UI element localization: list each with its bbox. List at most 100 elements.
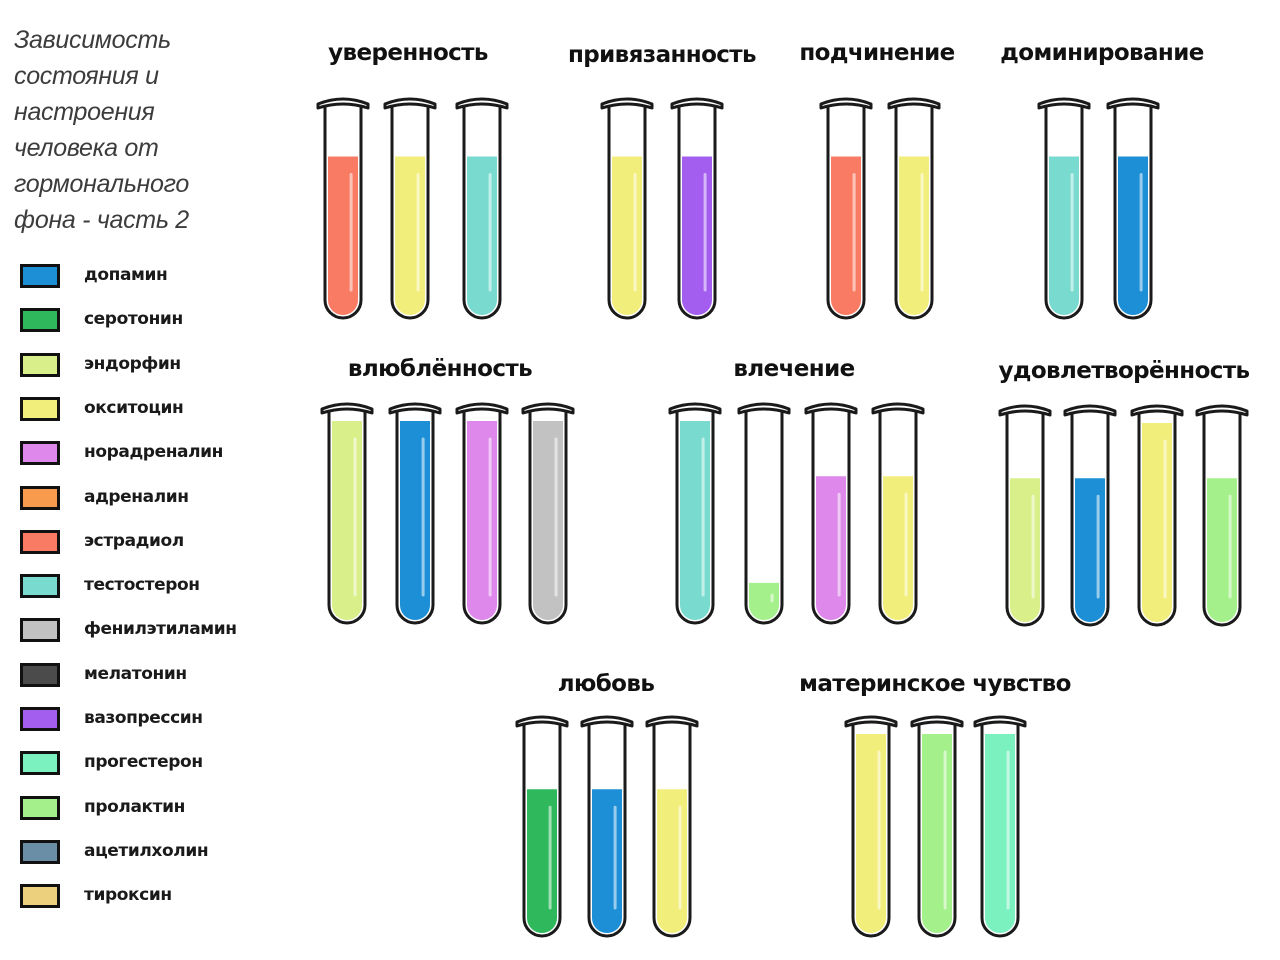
tube-liquid bbox=[680, 421, 710, 620]
test-tube bbox=[668, 402, 722, 625]
legend-swatch bbox=[20, 751, 60, 776]
tube-liquid bbox=[1049, 156, 1079, 315]
test-tube bbox=[1063, 404, 1117, 627]
tube-liquid bbox=[395, 156, 425, 315]
tube-glass bbox=[851, 724, 891, 938]
tube-liquid bbox=[400, 421, 430, 620]
legend-swatch bbox=[20, 308, 60, 333]
title-line: настроения bbox=[14, 98, 155, 126]
title-line: Зависимость bbox=[14, 26, 171, 54]
tube-glass bbox=[607, 106, 647, 320]
tube-liquid bbox=[985, 734, 1015, 933]
legend-label: тироксин bbox=[84, 885, 172, 906]
test-tube bbox=[455, 97, 509, 320]
group-label: влюблённость bbox=[347, 356, 533, 382]
legend-swatch bbox=[20, 707, 60, 731]
tube-glass bbox=[878, 411, 918, 625]
title-line: гормонального bbox=[14, 170, 189, 198]
tube-rim bbox=[645, 715, 699, 728]
legend-label: допамин bbox=[84, 265, 168, 285]
tube-liquid bbox=[682, 156, 712, 315]
tube-liquid bbox=[856, 734, 886, 933]
legend-label: ацетилхолин bbox=[84, 840, 209, 861]
tube-glass bbox=[1070, 413, 1110, 627]
tube-glass bbox=[980, 724, 1020, 938]
tube-liquid bbox=[831, 156, 861, 315]
tube-liquid bbox=[1142, 423, 1172, 622]
group-label: материнское чувство bbox=[799, 671, 1071, 697]
tube-liquid bbox=[883, 476, 913, 620]
tube-rim bbox=[973, 715, 1027, 728]
title-line: человека от bbox=[14, 134, 159, 162]
test-tube bbox=[819, 97, 873, 320]
tube-liquid bbox=[467, 156, 497, 315]
legend-label: эстрадиол bbox=[84, 530, 184, 551]
test-tube bbox=[521, 402, 575, 625]
tube-glass bbox=[917, 724, 957, 938]
tube-rim bbox=[580, 715, 634, 728]
legend-swatch bbox=[20, 485, 60, 510]
tube-rim bbox=[383, 97, 437, 110]
legend-label: вазопрессин bbox=[84, 708, 203, 728]
tube-liquid bbox=[467, 421, 497, 620]
legend-swatch bbox=[20, 264, 60, 288]
test-tube bbox=[871, 402, 925, 625]
tube-rim bbox=[455, 97, 509, 110]
tube-rim bbox=[737, 402, 791, 415]
tube-liquid bbox=[657, 789, 687, 933]
tube-glass bbox=[811, 411, 851, 625]
legend-label: окситоцин bbox=[84, 397, 184, 418]
title-line: фона - часть 2 bbox=[14, 206, 189, 234]
tube-glass bbox=[677, 106, 717, 320]
tube-glass bbox=[1044, 106, 1084, 320]
title-line: состояния и bbox=[14, 62, 159, 90]
tube-rim bbox=[1195, 404, 1249, 417]
tube-liquid bbox=[527, 789, 557, 933]
tube-glass bbox=[1137, 413, 1177, 627]
tube-rim bbox=[844, 715, 898, 728]
group-label: влечение bbox=[733, 356, 855, 382]
group-label: доминирование bbox=[1000, 40, 1204, 66]
tube-liquid bbox=[1207, 478, 1237, 622]
legend-label: мелатонин bbox=[84, 663, 187, 684]
tube-liquid bbox=[332, 421, 362, 620]
tube-rim bbox=[1063, 404, 1117, 417]
legend-label: норадреналин bbox=[84, 442, 224, 463]
tube-glass bbox=[528, 411, 568, 625]
tube-liquid bbox=[592, 789, 622, 933]
legend-label: прогестерон bbox=[84, 752, 203, 773]
test-tube bbox=[316, 97, 370, 320]
group-label: уверенность bbox=[328, 40, 488, 66]
tube-liquid bbox=[1010, 478, 1040, 622]
tube-rim bbox=[455, 402, 509, 415]
test-tube bbox=[998, 404, 1052, 627]
test-tube bbox=[1130, 404, 1184, 627]
tube-rim bbox=[819, 97, 873, 110]
tube-rim bbox=[1130, 404, 1184, 417]
tube-rim bbox=[670, 97, 724, 110]
legend-label: фенилэтиламин bbox=[84, 619, 237, 640]
test-tube bbox=[320, 402, 374, 625]
test-tube bbox=[670, 97, 724, 320]
tube-glass bbox=[1202, 413, 1242, 627]
tube-glass bbox=[327, 411, 367, 625]
tube-glass bbox=[522, 724, 562, 938]
test-tube bbox=[1106, 97, 1160, 320]
tube-glass bbox=[1113, 106, 1153, 320]
test-tube bbox=[580, 715, 634, 938]
tube-glass bbox=[652, 724, 692, 938]
tube-rim bbox=[910, 715, 964, 728]
legend-swatch bbox=[20, 574, 60, 599]
tube-glass bbox=[395, 411, 435, 625]
test-tube bbox=[887, 97, 941, 320]
legend-label: серотонин bbox=[84, 309, 183, 330]
legend-swatch bbox=[20, 662, 60, 687]
legend-label: пролактин bbox=[84, 796, 185, 817]
legend-label: эндорфин bbox=[84, 353, 181, 374]
legend-swatch bbox=[20, 396, 60, 421]
tube-rim bbox=[316, 97, 370, 110]
test-tube bbox=[515, 715, 569, 938]
tube-rim bbox=[521, 402, 575, 415]
legend-swatch bbox=[20, 795, 60, 820]
